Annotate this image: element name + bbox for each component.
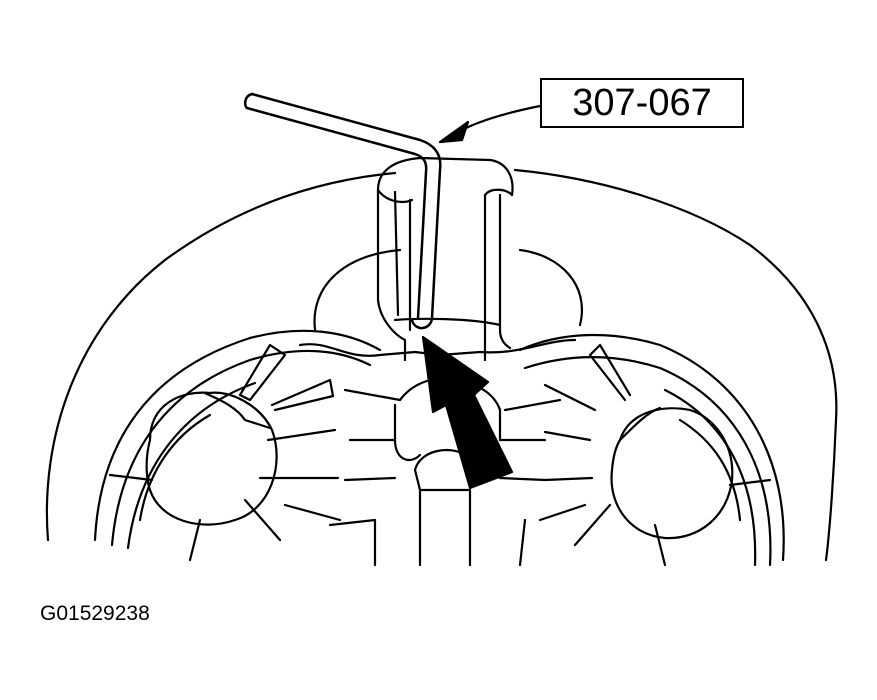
callout-leader: [438, 104, 542, 144]
housing-dome-outline: [45, 168, 838, 562]
right-sprocket: [518, 333, 785, 567]
figure-id: G01529238: [40, 602, 150, 625]
tool-number-callout: 307-067: [540, 78, 744, 128]
guide-posts: [376, 156, 514, 362]
locking-pin-tool: [243, 92, 442, 330]
left-sprocket: [93, 329, 382, 562]
insertion-arrow-icon: [421, 335, 514, 490]
